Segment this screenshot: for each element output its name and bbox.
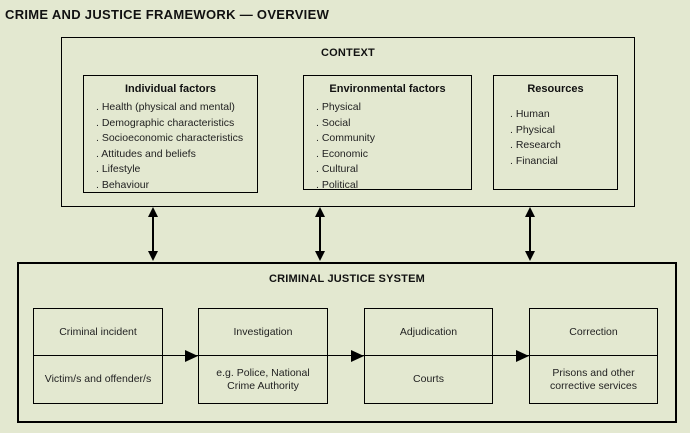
arrow-down-head-icon	[314, 251, 325, 261]
individual-factors-list: Health (physical and mental) Demographic…	[84, 100, 257, 193]
stage-top-label: Adjudication	[399, 326, 458, 338]
list-item: Social	[316, 116, 467, 132]
resources-list: Human Physical Research Financial	[494, 107, 617, 169]
group-environmental-factors: Environmental factors Physical Social Co…	[303, 75, 472, 193]
arrow-up-head-icon	[314, 207, 325, 217]
list-item: Attitudes and beliefs	[96, 147, 253, 163]
process-flow-line	[33, 355, 658, 356]
stage-bottom-label: Victim/s and offender/s	[44, 373, 152, 385]
stage-top-label: Investigation	[233, 326, 293, 338]
bidirectional-arrow-icon	[146, 207, 159, 261]
group-resources: Resources Human Physical Research Financ…	[493, 75, 618, 190]
stage-adjudication: Adjudication Courts	[364, 308, 493, 404]
list-item: Economic	[316, 147, 467, 163]
list-item: Physical	[510, 123, 613, 139]
right-arrow-icon	[351, 350, 364, 362]
list-item: Cultural	[316, 162, 467, 178]
bidirectional-arrow-icon	[523, 207, 536, 261]
right-arrow-icon	[185, 350, 198, 362]
stage-investigation: Investigation e.g. Police, National Crim…	[198, 308, 328, 404]
arrow-shaft	[151, 213, 154, 255]
list-item: Demographic characteristics	[96, 116, 253, 132]
stage-bottom-label: Prisons and other corrective services	[550, 366, 637, 392]
context-label: CONTEXT	[321, 47, 375, 59]
group-individual-factors: Individual factors Health (physical and …	[83, 75, 258, 193]
stage-top-label: Correction	[569, 326, 618, 338]
arrow-shaft	[528, 213, 531, 255]
list-item: Human	[510, 107, 613, 123]
right-arrow-icon	[516, 350, 529, 362]
page-title: CRIME AND JUSTICE FRAMEWORK — OVERVIEW	[5, 7, 330, 22]
stage-criminal-incident: Criminal incident Victim/s and offender/…	[33, 308, 163, 404]
list-item: Behaviour	[96, 178, 253, 194]
list-item: Physical	[316, 100, 467, 116]
stage-bottom-label: e.g. Police, National Crime Authority	[216, 366, 310, 392]
arrow-shaft	[318, 213, 321, 255]
list-item: Socioeconomic characteristics	[96, 131, 253, 147]
criminal-justice-system-box: CRIMINAL JUSTICE SYSTEM	[17, 262, 677, 423]
stage-correction: Correction Prisons and other corrective …	[529, 308, 658, 404]
list-item: Lifestyle	[96, 162, 253, 178]
group-heading: Resources	[527, 83, 584, 95]
bidirectional-arrow-icon	[313, 207, 326, 261]
environmental-factors-list: Physical Social Community Economic Cultu…	[304, 100, 471, 193]
list-item: Research	[510, 138, 613, 154]
stage-bottom-label: Courts	[413, 373, 444, 385]
list-item: Political	[316, 178, 467, 194]
context-box: CONTEXT Individual factors Health (physi…	[61, 37, 635, 207]
group-heading: Individual factors	[124, 83, 217, 95]
arrow-down-head-icon	[524, 251, 535, 261]
list-item: Community	[316, 131, 467, 147]
criminal-justice-system-label: CRIMINAL JUSTICE SYSTEM	[269, 273, 425, 285]
stage-top-label: Criminal incident	[59, 326, 137, 338]
arrow-up-head-icon	[524, 207, 535, 217]
group-heading: Environmental factors	[329, 83, 446, 95]
arrow-down-head-icon	[147, 251, 158, 261]
list-item: Financial	[510, 154, 613, 170]
arrow-up-head-icon	[147, 207, 158, 217]
list-item: Health (physical and mental)	[96, 100, 253, 116]
